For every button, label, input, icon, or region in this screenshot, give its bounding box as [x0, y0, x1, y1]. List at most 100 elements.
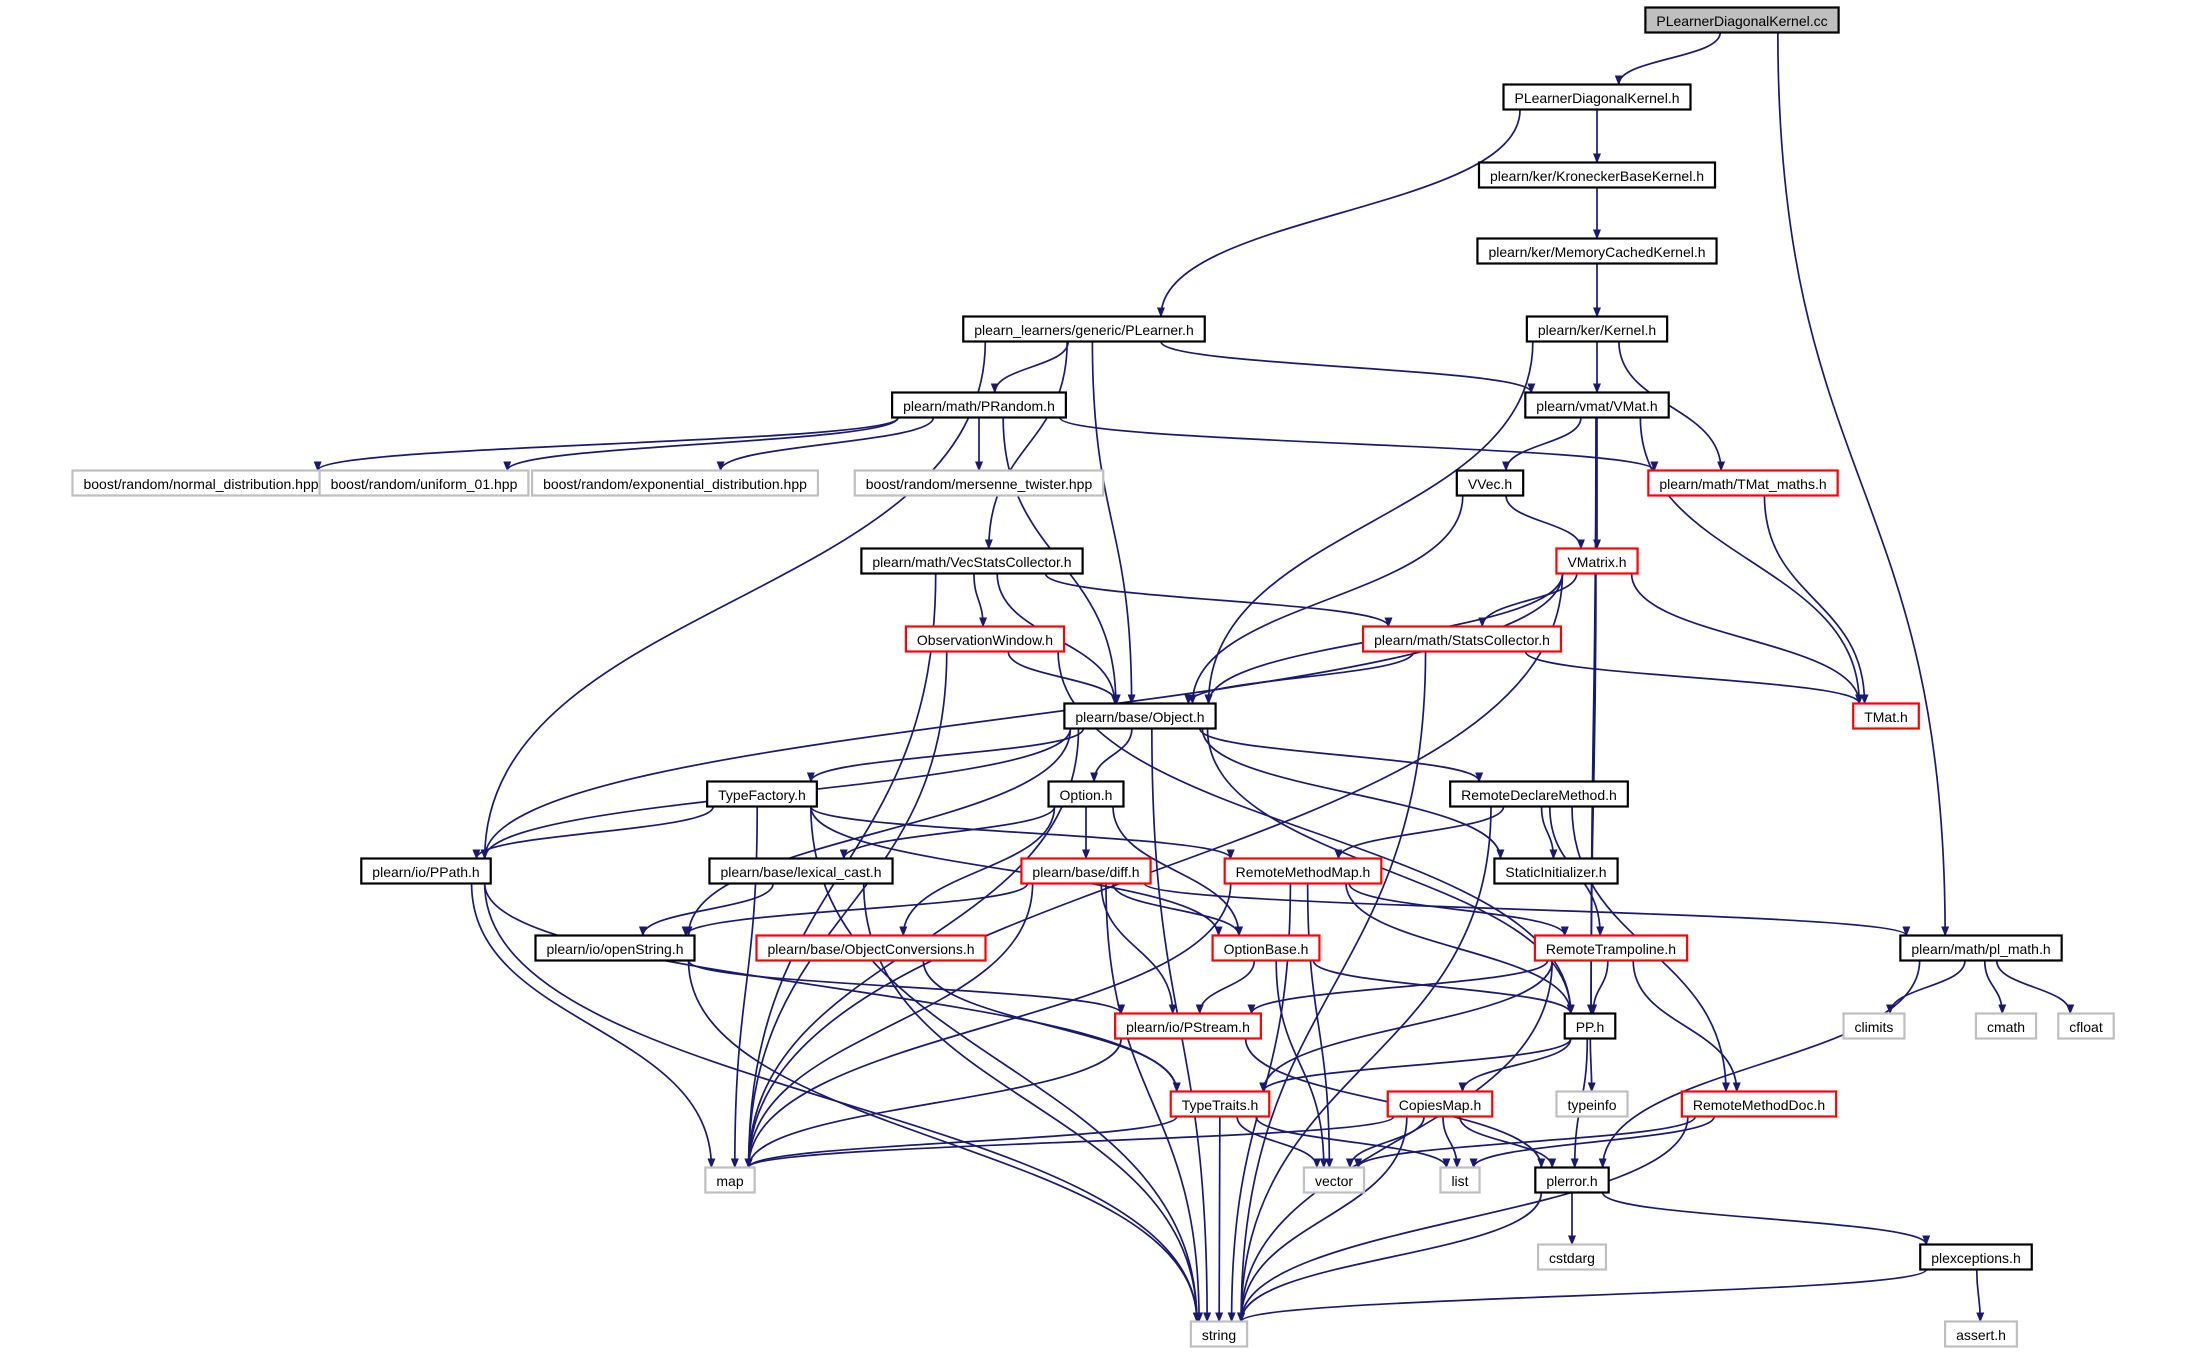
node-label: plearn/io/PStream.h [1126, 1019, 1250, 1035]
edge-copiesmap-to-plerror [1458, 1116, 1557, 1169]
node-prandom[interactable]: plearn/math/PRandom.h [891, 391, 1067, 419]
node-option[interactable]: Option.h [1047, 780, 1125, 808]
node-box [1302, 1166, 1366, 1194]
node-ppath[interactable]: plearn/io/PPath.h [360, 857, 492, 885]
node-label: boost/random/normal_distribution.hpp [83, 476, 318, 492]
node-vmatrix[interactable]: VMatrix.h [1555, 547, 1639, 575]
node-typeinfo[interactable]: typeinfo [1555, 1090, 1629, 1118]
node-cstdarg[interactable]: cstdarg [1536, 1243, 1608, 1271]
edge-optionbase-to-vector [1275, 960, 1328, 1169]
edge-lexcast-to-openstring [638, 883, 774, 937]
edge-layer [313, 32, 2075, 1323]
node-remotetramp[interactable]: RemoteTrampoline.h [1533, 934, 1689, 962]
node-statscol[interactable]: plearn/math/StatsCollector.h [1361, 625, 1563, 653]
node-vmat[interactable]: plearn/vmat/VMat.h [1524, 391, 1670, 419]
node-memcache[interactable]: plearn/ker/MemoryCachedKernel.h [1476, 237, 1718, 265]
node-pp[interactable]: PP.h [1563, 1012, 1617, 1040]
node-box [1644, 6, 1840, 34]
node-lexcast[interactable]: plearn/base/lexical_cast.h [708, 857, 894, 885]
node-label: TypeTraits.h [1182, 1097, 1259, 1113]
node-object[interactable]: plearn/base/Object.h [1063, 702, 1217, 730]
node-remotedoc[interactable]: RemoteMethodDoc.h [1680, 1090, 1838, 1118]
edge-diff-to-string [1105, 883, 1204, 1323]
node-pldk_h[interactable]: PLearnerDiagonalKernel.h [1502, 83, 1692, 111]
node-kernel[interactable]: plearn/ker/Kernel.h [1525, 315, 1669, 343]
node-remotemap[interactable]: RemoteMethodMap.h [1223, 857, 1383, 885]
node-box [962, 315, 1206, 343]
node-root[interactable]: PLearnerDiagonalKernel.cc [1644, 6, 1840, 34]
edge-copiesmap-to-vector [1345, 1116, 1425, 1169]
node-pstream[interactable]: plearn/io/PStream.h [1114, 1012, 1262, 1040]
node-box [1361, 625, 1563, 653]
node-mersenne[interactable]: boost/random/mersenne_twister.hpp [853, 469, 1105, 497]
edge-kernel-to-object [1204, 341, 1534, 705]
node-vecstats[interactable]: plearn/math/VecStatsCollector.h [860, 547, 1084, 575]
edge-vvec-to-vmatrix [1505, 495, 1585, 550]
node-normal[interactable]: boost/random/normal_distribution.hpp [71, 469, 331, 497]
node-vvec[interactable]: VVec.h [1455, 469, 1525, 497]
node-openstring[interactable]: plearn/io/openString.h [534, 934, 696, 962]
node-label: cmath [1987, 1019, 2025, 1035]
node-label: assert.h [1956, 1327, 2006, 1343]
edge-diff-to-optionbase [1112, 883, 1243, 937]
node-cmath[interactable]: cmath [1974, 1012, 2038, 1040]
node-optionbase[interactable]: OptionBase.h [1211, 934, 1321, 962]
node-copiesmap[interactable]: CopiesMap.h [1386, 1090, 1494, 1118]
edge-lexcast-to-string [862, 883, 1201, 1323]
node-objconv[interactable]: plearn/base/ObjectConversions.h [755, 934, 987, 962]
edge-kernel-to-tmatmaths [1618, 341, 1726, 472]
node-cfloat[interactable]: cfloat [2057, 1012, 2115, 1040]
node-plexceptions[interactable]: plexceptions.h [1919, 1243, 2033, 1271]
node-list[interactable]: list [1439, 1166, 1481, 1194]
node-vector[interactable]: vector [1302, 1166, 1366, 1194]
edge-copiesmap-to-map [744, 1115, 1395, 1169]
node-plerror[interactable]: plerror.h [1534, 1166, 1610, 1194]
node-box [1534, 1166, 1610, 1194]
node-typefactory[interactable]: TypeFactory.h [706, 780, 818, 808]
node-label: StaticInitializer.h [1505, 864, 1606, 880]
node-label: plearn/ker/Kernel.h [1538, 322, 1656, 338]
node-tmat[interactable]: TMat.h [1852, 702, 1920, 730]
node-box [71, 469, 331, 497]
edge-vmatrix-to-ppath [480, 573, 1564, 860]
edge-option-to-optionbase [1112, 806, 1243, 937]
edge-plexceptions-to-string [1237, 1268, 1928, 1323]
node-label: RemoteDeclareMethod.h [1461, 787, 1617, 803]
node-plmath[interactable]: plearn/math/pl_math.h [1899, 934, 2063, 962]
node-asserth[interactable]: assert.h [1943, 1320, 2019, 1348]
node-climits[interactable]: climits [1842, 1012, 1906, 1040]
node-label: plearn/base/diff.h [1032, 864, 1139, 880]
node-plearner[interactable]: plearn_learners/generic/PLearner.h [962, 315, 1206, 343]
node-obswin[interactable]: ObservationWindow.h [904, 625, 1066, 653]
node-label: VMatrix.h [1567, 554, 1626, 570]
node-diff[interactable]: plearn/base/diff.h [1020, 857, 1152, 885]
node-expo[interactable]: boost/random/exponential_distribution.hp… [530, 469, 820, 497]
node-label: plearn/base/lexical_cast.h [720, 864, 881, 880]
node-box [1842, 1012, 1906, 1040]
node-label: TypeFactory.h [718, 787, 806, 803]
node-label: plearn/math/pl_math.h [1911, 941, 2050, 957]
edge-vmat-to-tmat [1639, 417, 1864, 705]
node-string[interactable]: string [1189, 1320, 1249, 1348]
node-box [1555, 547, 1639, 575]
node-box [1211, 934, 1321, 962]
node-typetraits[interactable]: TypeTraits.h [1169, 1090, 1271, 1118]
edge-plmath-to-cfloat [1995, 960, 2075, 1015]
node-remotedecl[interactable]: RemoteDeclareMethod.h [1449, 780, 1629, 808]
node-kron[interactable]: plearn/ker/KroneckerBaseKernel.h [1477, 161, 1717, 189]
edge-vmat-to-vvec [1502, 417, 1582, 472]
edge-typetraits-to-list [1255, 1116, 1451, 1169]
node-uniform[interactable]: boost/random/uniform_01.hpp [318, 469, 530, 497]
node-label: CopiesMap.h [1399, 1097, 1482, 1113]
node-map[interactable]: map [704, 1166, 756, 1194]
edge-typetraits-to-map [744, 1115, 1178, 1169]
node-box [1943, 1320, 2019, 1348]
edge-plmath-to-plerror [1598, 960, 1921, 1169]
node-tmatmaths[interactable]: plearn/math/TMat_maths.h [1647, 469, 1839, 497]
node-box [1476, 237, 1718, 265]
node-box [1493, 857, 1619, 885]
node-label: ObservationWindow.h [917, 632, 1053, 648]
node-staticinit[interactable]: StaticInitializer.h [1493, 857, 1619, 885]
node-label: list [1451, 1173, 1468, 1189]
node-box [1223, 857, 1383, 885]
